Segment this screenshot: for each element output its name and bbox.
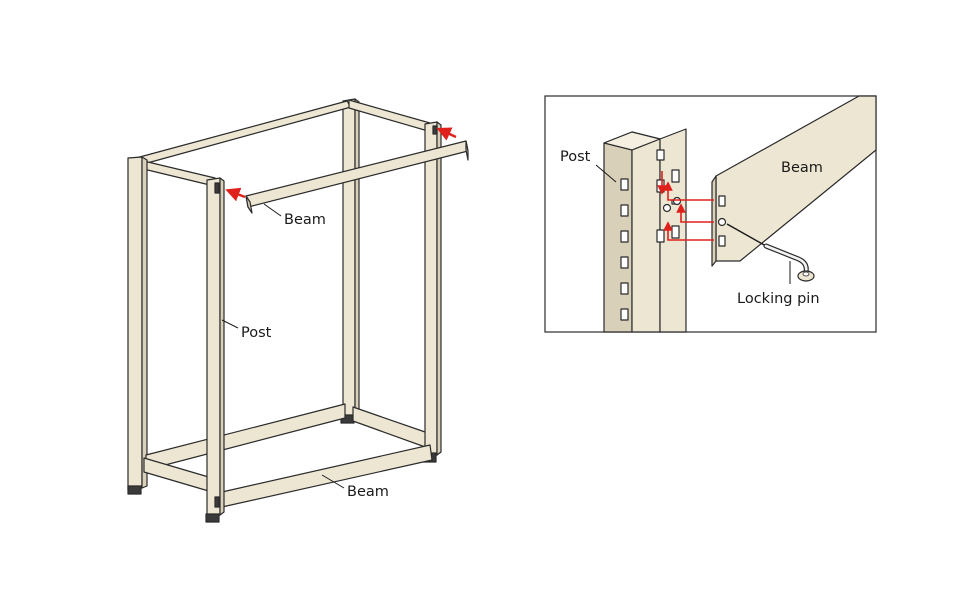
label-beam-bottom: Beam — [347, 484, 389, 500]
label-post-main: Post — [241, 325, 272, 341]
beam-loose-top — [245, 140, 469, 214]
leader-post-main — [221, 319, 239, 329]
leader-beam-bottom — [321, 474, 345, 489]
beam-bottom-back — [145, 403, 346, 471]
label-locking-pin: Locking pin — [737, 291, 820, 307]
insert-arrow-left — [225, 187, 246, 202]
shelf-frame — [127, 98, 469, 523]
locking-pin — [726, 223, 815, 282]
post-back-left — [127, 156, 148, 495]
detail-inset: Post Beam Locking pin — [544, 95, 877, 333]
post-front-right — [422, 121, 442, 463]
beam-detail — [711, 95, 877, 267]
beam-top-back — [135, 100, 352, 166]
label-post-detail: Post — [560, 149, 591, 165]
insert-arrow-right — [436, 127, 457, 141]
leader-post-detail — [595, 164, 617, 183]
post-front-left — [205, 177, 225, 523]
beam-top-right-side — [348, 99, 431, 132]
leader-beam-top — [263, 203, 282, 217]
beam-bottom-front — [221, 444, 433, 508]
label-beam-detail: Beam — [781, 160, 823, 176]
label-beam-top: Beam — [284, 212, 326, 228]
alignment-arrows — [657, 171, 714, 241]
beam-bottom-left-side — [143, 457, 213, 493]
post-back-right — [340, 98, 360, 424]
beam-bottom-right-side — [352, 406, 429, 449]
post-detail — [603, 128, 687, 333]
